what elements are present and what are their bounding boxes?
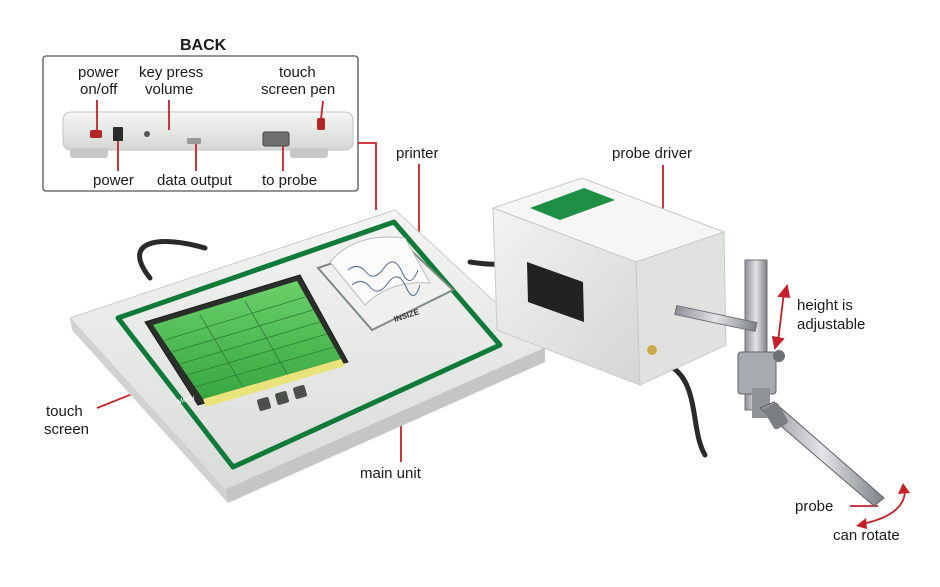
label-power: power bbox=[93, 172, 134, 189]
label-data-output: data output bbox=[157, 172, 233, 189]
green-bezel bbox=[115, 219, 503, 470]
label-probe-driver: probe driver bbox=[612, 145, 693, 162]
probe-stand bbox=[674, 259, 885, 507]
height-adjust-arrow bbox=[771, 283, 791, 350]
volume-knob-port bbox=[144, 131, 150, 137]
main-unit: INSIZE Menu bbox=[69, 209, 546, 503]
power-switch-port bbox=[90, 130, 102, 138]
back-panel-device bbox=[62, 111, 354, 158]
label-power-onoff-line1: power bbox=[78, 64, 119, 81]
printer-paper bbox=[329, 236, 431, 306]
back-panel-leader-lines bbox=[96, 100, 324, 171]
power-socket-port bbox=[113, 127, 123, 141]
label-probe: probe bbox=[795, 498, 834, 515]
driver-vent bbox=[527, 262, 584, 322]
height-clamp bbox=[737, 351, 777, 395]
label-height-line2: adjustable bbox=[797, 316, 866, 333]
data-output-port bbox=[187, 138, 201, 144]
driver-brand-tag bbox=[530, 188, 615, 220]
label-height-line1: height is bbox=[797, 297, 853, 314]
label-printer: printer bbox=[396, 145, 439, 162]
label-power-onoff-line2: on/off bbox=[80, 81, 118, 98]
label-key-press-line2: volume bbox=[145, 81, 194, 98]
screen-menu-label: Menu bbox=[177, 394, 196, 406]
label-touch-screen-line1: touch bbox=[46, 403, 83, 420]
label-can-rotate: can rotate bbox=[833, 527, 900, 544]
screen-status-bar bbox=[203, 359, 345, 407]
label-main-unit: main unit bbox=[360, 465, 421, 482]
rotate-arrow bbox=[856, 483, 910, 529]
label-to-probe: to probe bbox=[262, 172, 318, 189]
pen-holder bbox=[317, 118, 325, 130]
touch-screen-display bbox=[153, 281, 341, 399]
label-key-press-line1: key press bbox=[139, 64, 204, 81]
label-touch-pen-line2: screen pen bbox=[261, 81, 336, 98]
probe-connector-port bbox=[262, 131, 290, 147]
screen-buttons bbox=[257, 385, 307, 411]
label-touch-screen-line2: screen bbox=[44, 421, 90, 438]
probe-arm bbox=[759, 401, 885, 507]
screen-grid bbox=[164, 296, 335, 393]
back-panel-title: BACK bbox=[180, 37, 227, 54]
label-touch-pen-line1: touch bbox=[279, 64, 316, 81]
